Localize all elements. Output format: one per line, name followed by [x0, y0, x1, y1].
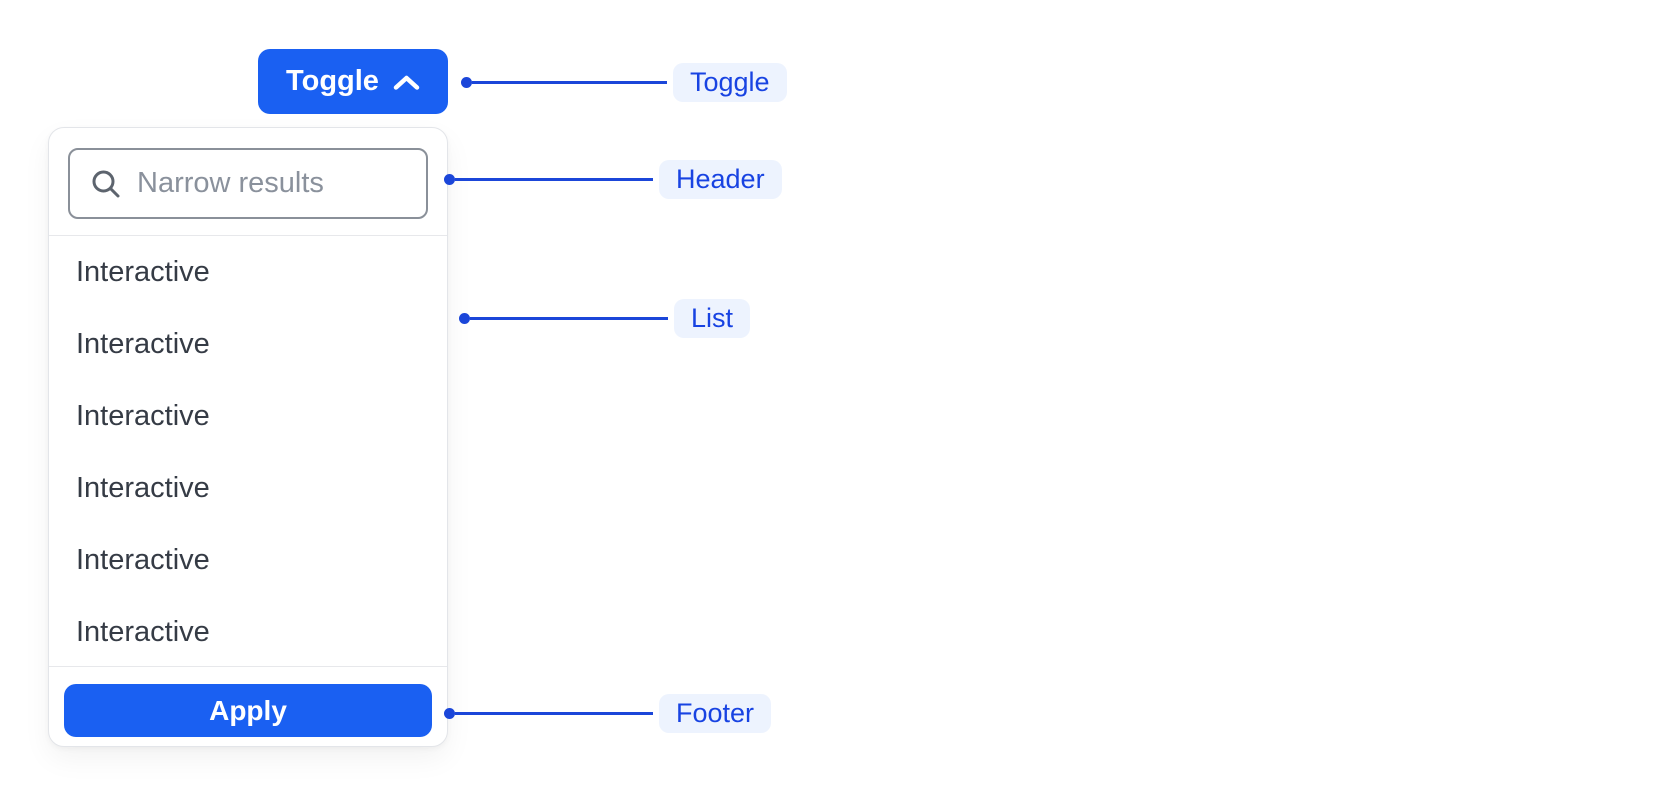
annotation-line: [472, 80, 667, 84]
list-item[interactable]: Interactive: [76, 471, 210, 504]
popover-panel: Interactive Interactive Interactive Inte…: [48, 127, 448, 747]
list-item[interactable]: Interactive: [76, 327, 210, 360]
annotation-label-toggle: Toggle: [673, 62, 787, 102]
annotation-line: [470, 316, 668, 320]
annotation-header: Header: [444, 159, 782, 199]
toggle-button[interactable]: Toggle: [258, 49, 448, 114]
toggle-button-label: Toggle: [286, 65, 379, 97]
annotation-label-header: Header: [659, 159, 782, 199]
annotation-dot: [459, 312, 470, 324]
annotation-footer: Footer: [444, 693, 772, 733]
list-item[interactable]: Interactive: [76, 543, 210, 576]
annotation-dot: [461, 76, 472, 88]
annotation-list: List: [459, 298, 751, 338]
annotation-line: [455, 711, 653, 715]
annotation-dot: [444, 707, 455, 719]
list-item[interactable]: Interactive: [76, 399, 210, 432]
popover-footer: Apply: [49, 666, 447, 746]
apply-button[interactable]: Apply: [64, 684, 432, 737]
annotation-label-list: List: [674, 298, 751, 338]
annotation-toggle: Toggle: [461, 62, 787, 102]
popover-header: [49, 128, 447, 236]
list-item[interactable]: Interactive: [76, 615, 210, 648]
list-item[interactable]: Interactive: [76, 255, 210, 288]
annotation-line: [455, 177, 653, 181]
popover-list: Interactive Interactive Interactive Inte…: [49, 236, 447, 666]
annotation-label-footer: Footer: [659, 693, 772, 733]
annotation-dot: [444, 173, 455, 185]
chevron-up-icon: [393, 73, 420, 91]
search-input[interactable]: [137, 167, 426, 200]
search-field[interactable]: [68, 148, 428, 219]
search-icon: [90, 168, 122, 200]
